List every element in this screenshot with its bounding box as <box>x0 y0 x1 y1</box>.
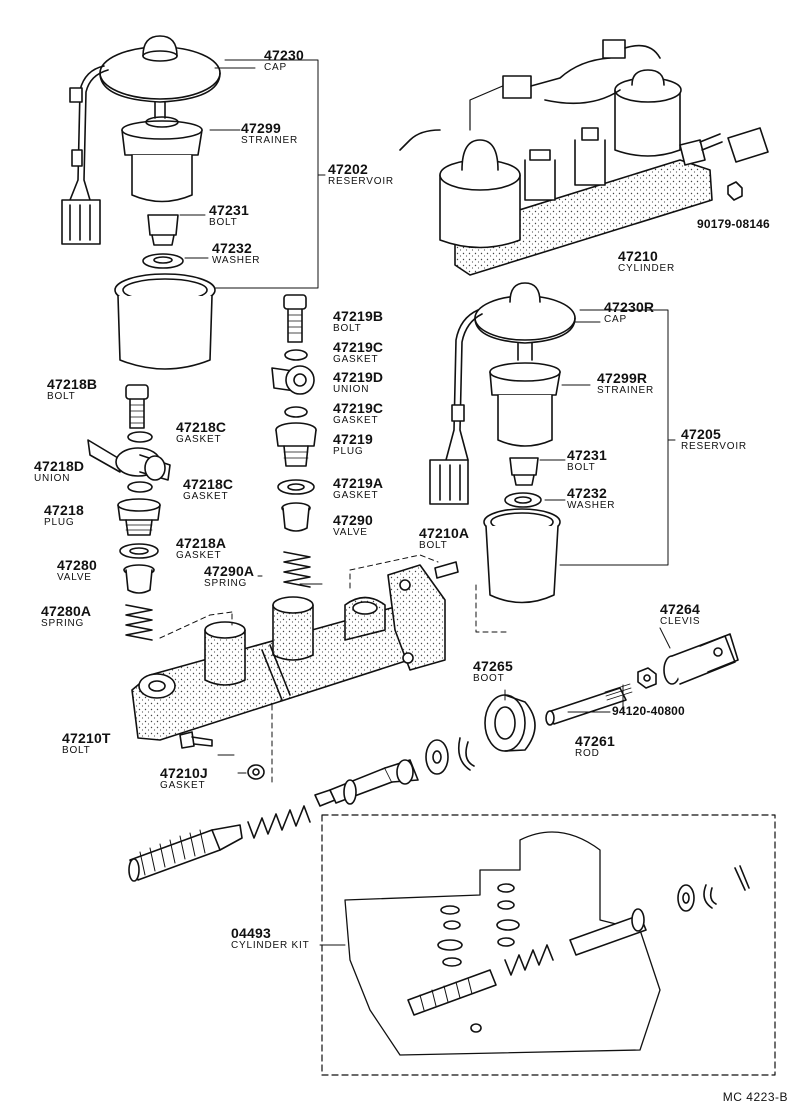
bolt-47231-right-part <box>509 457 539 486</box>
washer-47232-left-part <box>142 253 184 269</box>
bolt-47210A-part <box>434 561 459 579</box>
strainer-47299R-part <box>489 362 561 447</box>
valve-47280-part <box>123 564 155 594</box>
plug-47218-part <box>117 498 161 536</box>
gasket-47218C-bottom <box>127 481 153 493</box>
gasket-47218C-top <box>127 431 153 443</box>
gasket-47218A-part <box>119 543 159 559</box>
sensor-wire-right <box>429 309 483 505</box>
clevis-47264-part <box>663 633 739 685</box>
sensor-wire-left <box>61 65 109 245</box>
piston-secondary <box>128 824 243 882</box>
valve-47290-part <box>281 502 311 532</box>
washer-lower <box>425 739 449 775</box>
boot-47265-part <box>484 694 536 752</box>
cap-47230-part <box>99 35 221 119</box>
bolt-47219B-part <box>283 294 307 343</box>
gasket-47219A-part <box>277 479 315 495</box>
cap-47230R-part <box>474 282 576 361</box>
reservoir-body-right <box>483 508 561 604</box>
piston-primary <box>314 759 419 807</box>
reservoir-body-left <box>114 273 216 370</box>
gasket-47210J-part <box>247 764 265 780</box>
gasket-47219C-bottom <box>284 406 308 418</box>
cylinder-assembly-upper <box>399 39 769 276</box>
cylinder-body-main <box>131 564 446 741</box>
spring-secondary <box>247 805 311 839</box>
union-47218D-part <box>87 439 171 481</box>
gasket-47219C-top <box>284 349 308 361</box>
union-47219D-part <box>271 365 315 395</box>
spring-47290A-part <box>283 551 311 588</box>
snap-ring-lower <box>457 737 475 771</box>
nut-94120-part <box>637 667 657 689</box>
strainer-47299-part <box>121 116 203 203</box>
spring-47280A-part <box>125 604 153 641</box>
label-94120-40800: 94120-40800 <box>612 704 685 718</box>
plug-47219-part <box>275 422 317 467</box>
nut-90179-part <box>727 181 743 201</box>
bolt-47218B-part <box>125 384 149 429</box>
washer-47232-right-part <box>504 492 542 508</box>
diagram-reference-code: MC 4223-B <box>722 1090 788 1104</box>
label-90179-08146: 90179-08146 <box>697 217 770 231</box>
cylinder-kit-box <box>319 814 776 1076</box>
bolt-47231-left-part <box>147 214 179 246</box>
rod-47261-part <box>545 683 633 726</box>
bolt-47210T-part <box>179 731 213 749</box>
